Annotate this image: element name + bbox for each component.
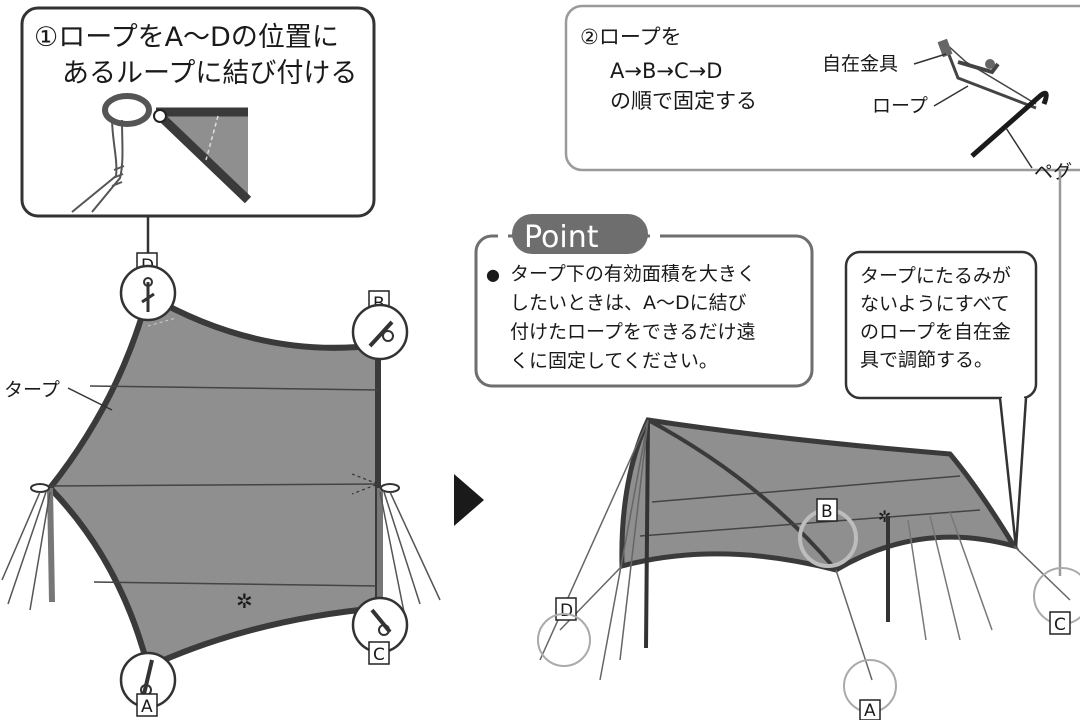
corner-a-label-right: A: [864, 701, 876, 720]
rope-label: ロープ: [872, 95, 928, 117]
flat-tarp: ✲ タープ: [1, 290, 441, 672]
note-line-4: 具で調節する。: [860, 349, 993, 371]
adjuster-label: 自在金具: [822, 53, 898, 75]
point-line-4: くに固定してください。: [510, 350, 718, 372]
corner-d-label-right: D: [560, 601, 573, 621]
note-box: タープにたるみが ないようにすべて のロープを自在金 具で調節する。: [844, 250, 1038, 549]
adjuster-rope-peg-illustration: [937, 38, 1049, 158]
corner-c-label-right: C: [1054, 615, 1066, 635]
note-line-2: ないようにすべて: [860, 293, 1010, 315]
corner-marker-b-right: B: [798, 498, 858, 568]
corner-loop-detail: [71, 93, 252, 213]
step2-line1: ②ロープを: [580, 25, 682, 49]
corner-a-label: A: [141, 697, 153, 717]
step1-line1: ①ロープをA〜Dの位置に: [34, 22, 339, 53]
corner-marker-a-left: A: [119, 651, 177, 717]
step1-line2: あるループに結び付ける: [62, 58, 357, 89]
corner-b-label-right: B: [821, 502, 833, 522]
pitched-tarp: ✲: [539, 417, 1071, 681]
step1-callout: ①ロープをA〜Dの位置に あるループに結び付ける: [20, 6, 376, 256]
corner-marker-d-right: D: [537, 597, 591, 667]
point-line-1: タープ下の有効面積を大きく: [510, 263, 756, 285]
point-line-3: 付けたロープをできるだけ遠: [510, 321, 755, 343]
step2-callout: ②ロープを A→B→C→D の順で固定する 自在金具 ロープ ペグ: [564, 4, 1080, 576]
note-line-1: タープにたるみが: [860, 265, 1011, 287]
step2-line2: A→B→C→D: [610, 59, 722, 83]
corner-marker-a-right: A: [843, 659, 897, 720]
step2-line3: の順で固定する: [610, 89, 757, 113]
tarp-label: タープ: [4, 379, 60, 401]
corner-c-label: C: [373, 645, 385, 665]
corner-marker-b-left: B: [351, 290, 409, 361]
point-bullet: ●: [486, 265, 500, 284]
point-title: Point: [524, 220, 599, 255]
maple-leaf-icon: ✲: [236, 589, 253, 613]
corner-marker-d-left: D: [119, 252, 177, 322]
peg-label: ペグ: [1034, 161, 1072, 183]
point-line-2: したいときは、A〜Dに結び: [510, 292, 747, 314]
next-arrow-icon: [454, 474, 484, 526]
corner-marker-c-left: C: [351, 596, 409, 665]
point-box: Point ● タープ下の有効面積を大きく したいときは、A〜Dに結び 付けたロ…: [474, 214, 814, 388]
corner-marker-c-right: C: [1033, 567, 1080, 635]
note-line-3: のロープを自在金: [860, 321, 1011, 343]
